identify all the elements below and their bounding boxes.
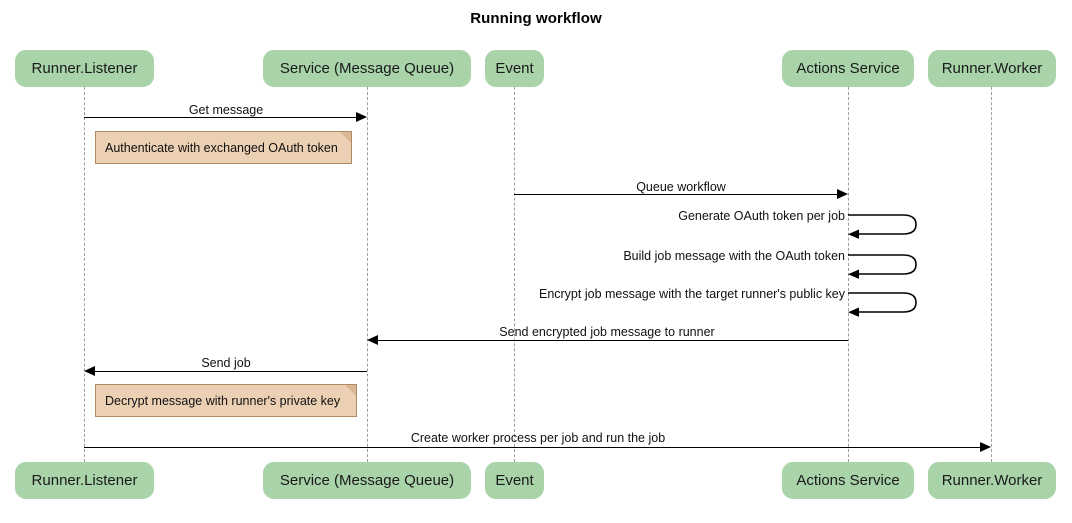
note-decrypt-message: Decrypt message with runner's private ke…	[95, 384, 357, 417]
participant-label: Actions Service	[796, 472, 900, 489]
message-line-send-encrypted-job-message	[378, 340, 848, 341]
message-label-build-job-message: Build job message with the OAuth token	[623, 249, 845, 263]
participant-service-message-queue-top[interactable]: Service (Message Queue)	[263, 50, 471, 87]
page-title: Running workflow	[470, 10, 602, 27]
self-message-generate-oauth-token	[848, 210, 928, 240]
message-label-queue-workflow: Queue workflow	[636, 180, 726, 194]
message-line-queue-workflow	[514, 194, 837, 195]
lifeline-service-message-queue	[367, 87, 368, 462]
message-label-create-worker-process: Create worker process per job and run th…	[410, 431, 666, 445]
participant-actions-service-bottom[interactable]: Actions Service	[782, 462, 914, 499]
participant-event-top[interactable]: Event	[485, 50, 544, 87]
self-message-build-job-message	[848, 250, 928, 280]
message-label-send-job: Send job	[201, 356, 251, 370]
participant-label: Event	[495, 60, 534, 77]
participant-runner-listener-top[interactable]: Runner.Listener	[15, 50, 154, 87]
arrowhead-right-icon	[837, 189, 848, 199]
participant-actions-service-top[interactable]: Actions Service	[782, 50, 914, 87]
participant-label: Actions Service	[796, 60, 900, 77]
participant-label: Service (Message Queue)	[279, 60, 455, 77]
lifeline-runner-listener	[84, 87, 85, 462]
lifeline-actions-service	[848, 87, 849, 462]
arrowhead-right-icon	[980, 442, 991, 452]
participant-label: Runner.Listener	[31, 60, 138, 77]
message-line-get-message	[84, 117, 356, 118]
participant-runner-listener-bottom[interactable]: Runner.Listener	[15, 462, 154, 499]
message-label-generate-oauth-token: Generate OAuth token per job	[678, 209, 845, 223]
arrowhead-left-icon	[84, 366, 95, 376]
participant-service-message-queue-bottom[interactable]: Service (Message Queue)	[263, 462, 471, 499]
arrowhead-right-icon	[356, 112, 367, 122]
message-line-create-worker-process	[84, 447, 980, 448]
participant-label: Runner.Worker	[941, 472, 1043, 489]
arrowhead-left-icon	[367, 335, 378, 345]
note-fold-corner-icon	[340, 132, 351, 143]
participant-label: Service (Message Queue)	[279, 472, 455, 489]
note-text: Authenticate with exchanged OAuth token	[105, 140, 338, 155]
note-authenticate-oauth: Authenticate with exchanged OAuth token	[95, 131, 352, 164]
self-message-encrypt-job-message	[848, 288, 928, 318]
message-label-send-encrypted-job-message: Send encrypted job message to runner	[499, 325, 715, 339]
participant-event-bottom[interactable]: Event	[485, 462, 544, 499]
message-line-send-job	[95, 371, 367, 372]
message-label-get-message: Get message	[188, 103, 264, 117]
participant-label: Event	[495, 472, 534, 489]
participant-runner-worker-top[interactable]: Runner.Worker	[928, 50, 1056, 87]
participant-runner-worker-bottom[interactable]: Runner.Worker	[928, 462, 1056, 499]
message-label-encrypt-job-message: Encrypt job message with the target runn…	[538, 287, 845, 301]
note-fold-corner-icon	[345, 385, 356, 396]
lifeline-event	[514, 87, 515, 462]
participant-label: Runner.Worker	[941, 60, 1043, 77]
note-text: Decrypt message with runner's private ke…	[105, 393, 341, 408]
participant-label: Runner.Listener	[31, 472, 138, 489]
lifeline-runner-worker	[991, 87, 992, 462]
